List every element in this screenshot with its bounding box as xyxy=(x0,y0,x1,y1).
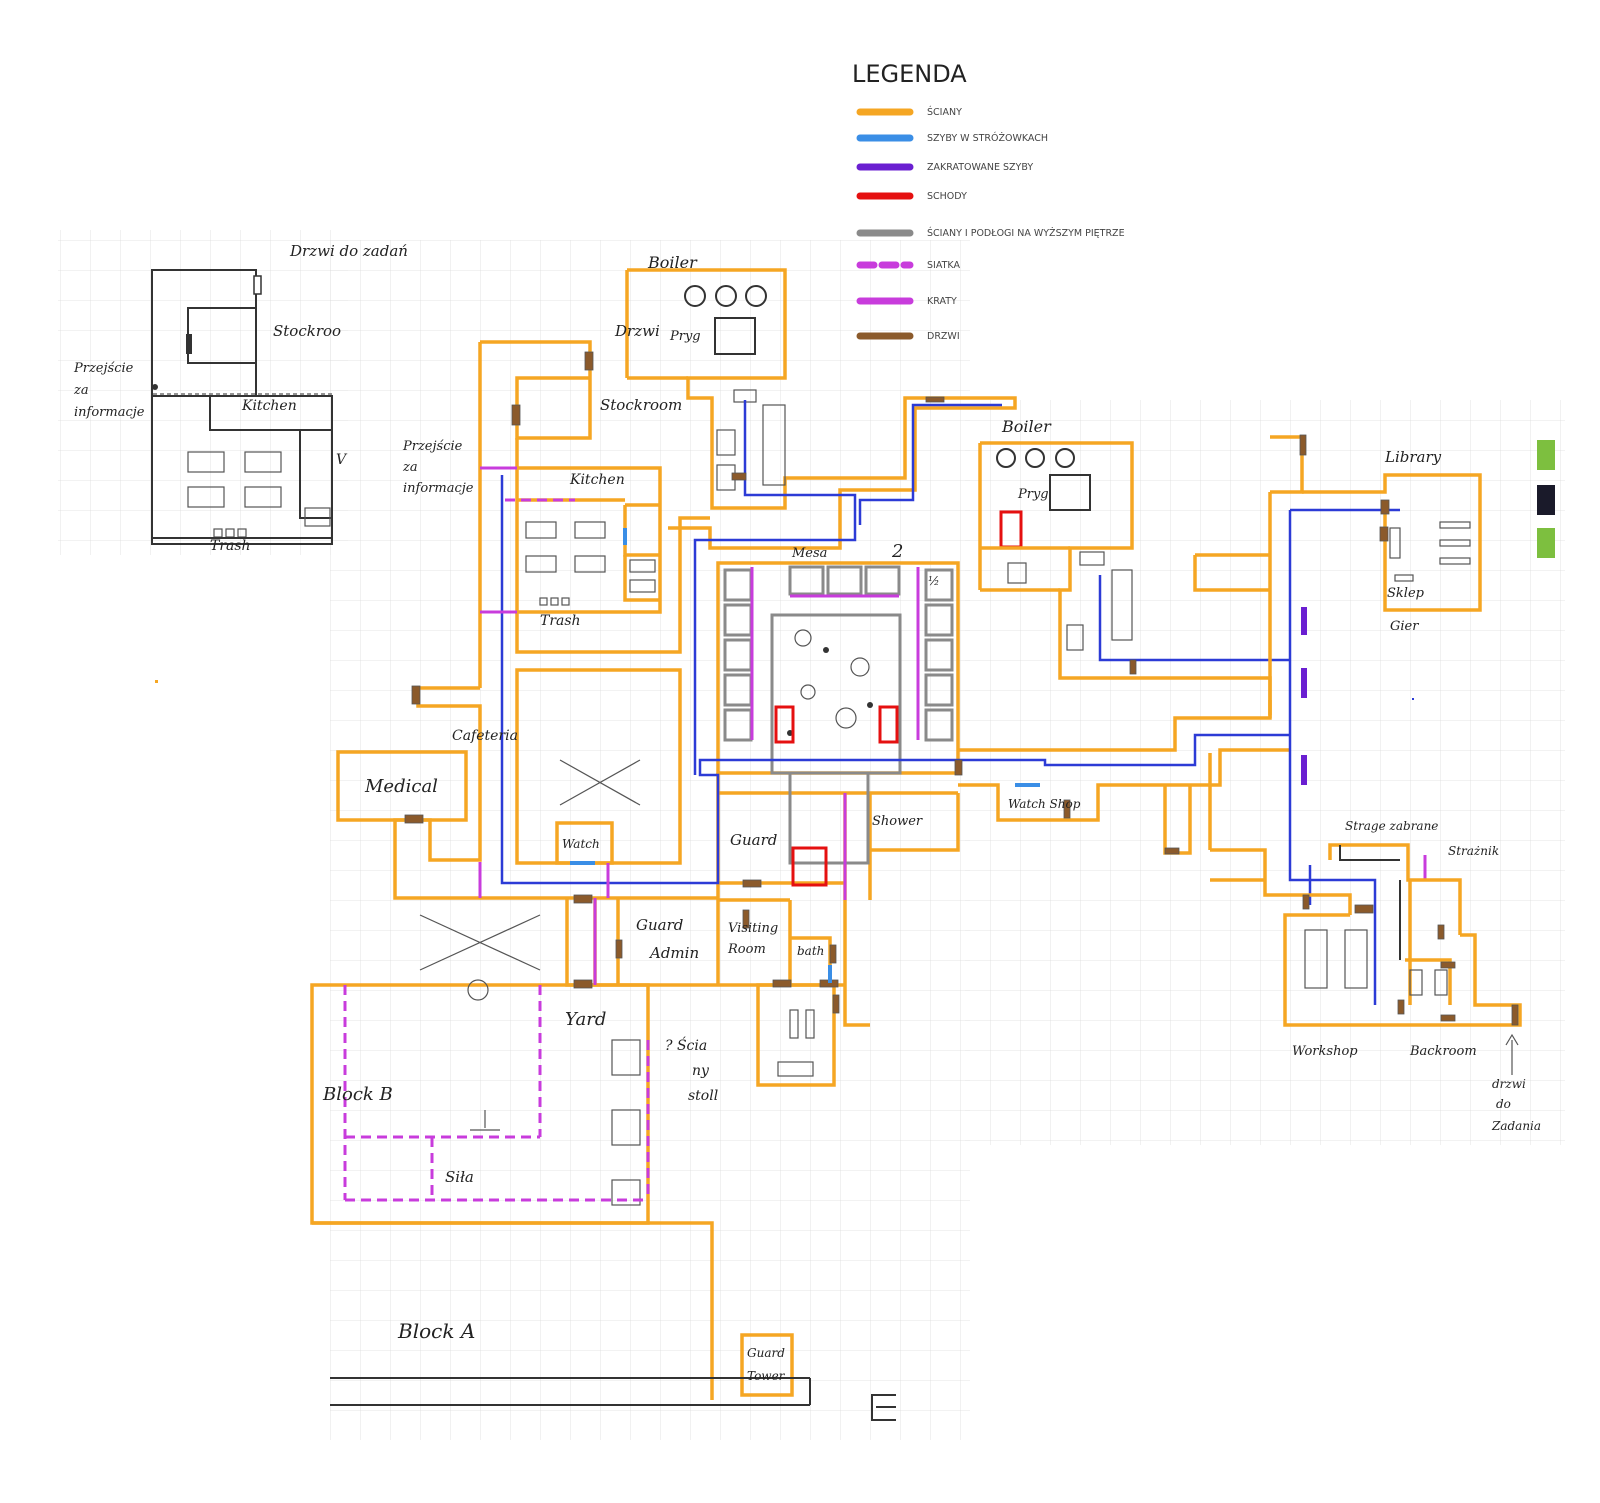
label-przejscie-2: za xyxy=(402,460,418,475)
label-stockroom: Stockroom xyxy=(600,396,682,414)
label-backroom: Backroom xyxy=(1409,1044,1477,1059)
label-trash-small: Trash xyxy=(210,538,251,554)
label-guard: Guard xyxy=(730,831,777,849)
graph-paper-right xyxy=(965,400,1565,1145)
label-sciany-2: ny xyxy=(692,1063,710,1079)
label-guard-admin-2: Admin xyxy=(648,944,699,962)
label-guard-tower-2: Tower xyxy=(747,1369,786,1383)
legend-label: ZAKRATOWANE SZYBY xyxy=(927,162,1033,173)
label-watch-shop: Watch Shop xyxy=(1008,797,1081,811)
bars-and-mesh xyxy=(343,466,1427,1202)
green-swatch-1 xyxy=(1537,440,1555,470)
label-przejscie-3: informacje xyxy=(403,481,474,496)
room-medical xyxy=(336,750,468,822)
label-sklep-2: Gier xyxy=(1390,619,1419,634)
label-przejscie-small-2: za xyxy=(73,383,89,398)
label-trash: Trash xyxy=(540,613,581,629)
legend-label: KRATY xyxy=(927,296,957,307)
label-half: ½ xyxy=(928,574,940,588)
label-two: 2 xyxy=(891,541,903,562)
doors xyxy=(404,351,1180,1014)
room-guard-tower xyxy=(740,1333,794,1397)
label-workshop: Workshop xyxy=(1292,1044,1358,1059)
green-swatch-2 xyxy=(1537,528,1555,558)
label-straz-2: Strażnik xyxy=(1448,844,1499,858)
label-boiler-2: Boiler xyxy=(1001,417,1052,436)
upper-floor-walls xyxy=(723,565,954,865)
label-guard-admin-1: Guard xyxy=(636,916,683,934)
label-block-b: Block B xyxy=(322,1084,393,1105)
legend-label: SZYBY W STRÓŻOWKACH xyxy=(927,132,1048,144)
label-yard: Yard xyxy=(565,1009,606,1030)
legend-label: ŚCIANY I PODŁOGI NA WYŻSZYM PIĘTRZE xyxy=(927,227,1125,239)
graph-paper-top-left xyxy=(58,230,348,555)
legend-label: ŚCIANY xyxy=(927,106,962,118)
sketch-upper-left: Drzwi do zadań Stockroo Przejście za inf… xyxy=(73,242,408,554)
label-v-small: V xyxy=(336,452,348,468)
right-section xyxy=(155,434,1555,1075)
label-drzwi-do-zadan: Drzwi do zadań xyxy=(289,242,408,260)
label-przejscie-small-3: informacje xyxy=(74,405,145,420)
label-boiler-1: Boiler xyxy=(647,253,698,272)
label-straz-1: Strage zabrane xyxy=(1345,819,1438,833)
label-pryg-2: Pryg xyxy=(1017,487,1049,502)
legend: LEGENDA ŚCIANY SZYBY W STRÓŻOWKACH ZAKRATO… xyxy=(852,60,1125,342)
hand-labels: Boiler Drzwi Stockroom Przejście za info… xyxy=(322,253,1541,1383)
label-stockroom-small: Stockroo xyxy=(273,322,341,340)
legend-label: SIATKA xyxy=(927,260,960,271)
legend-title: LEGENDA xyxy=(852,60,967,88)
label-przejscie-1: Przejście xyxy=(402,439,463,454)
legend-label: DRZWI xyxy=(927,331,960,342)
label-visiting-1: Visiting xyxy=(728,921,778,936)
label-kitchen: Kitchen xyxy=(569,472,625,488)
label-mesa: Mesa xyxy=(791,546,827,561)
label-pryg-1: Pryg xyxy=(669,329,701,344)
label-sklep-1: Sklep xyxy=(1387,586,1425,601)
label-shower: Shower xyxy=(872,814,923,829)
label-library: Library xyxy=(1384,448,1442,466)
label-watch: Watch xyxy=(562,837,600,851)
label-kitchen-small: Kitchen xyxy=(241,398,297,414)
label-drzwi: Drzwi xyxy=(614,322,660,340)
label-medical: Medical xyxy=(364,776,438,797)
label-sciany-3: stoll xyxy=(688,1088,718,1104)
legend-label: SCHODY xyxy=(927,191,967,202)
label-przejscie-small-1: Przejście xyxy=(73,361,134,376)
label-bath: bath xyxy=(797,944,824,958)
label-block-a: Block A xyxy=(397,1319,475,1343)
dark-swatch xyxy=(1537,485,1555,515)
label-guard-tower-1: Guard xyxy=(747,1346,785,1360)
main-pencil-details xyxy=(330,285,896,1421)
label-sciany-1: ? Ścia xyxy=(665,1036,707,1054)
label-sila: Siła xyxy=(445,1168,474,1186)
label-drzwi-zadan-3: Zadania xyxy=(1491,1119,1541,1133)
label-drzwi-zadan-1: drzwi xyxy=(1492,1077,1526,1091)
graph-paper-main xyxy=(330,240,970,1440)
label-cafeteria: Cafeteria xyxy=(452,728,518,744)
label-visiting-2: Room xyxy=(727,942,766,957)
label-drzwi-zadan-2: do xyxy=(1496,1097,1511,1111)
